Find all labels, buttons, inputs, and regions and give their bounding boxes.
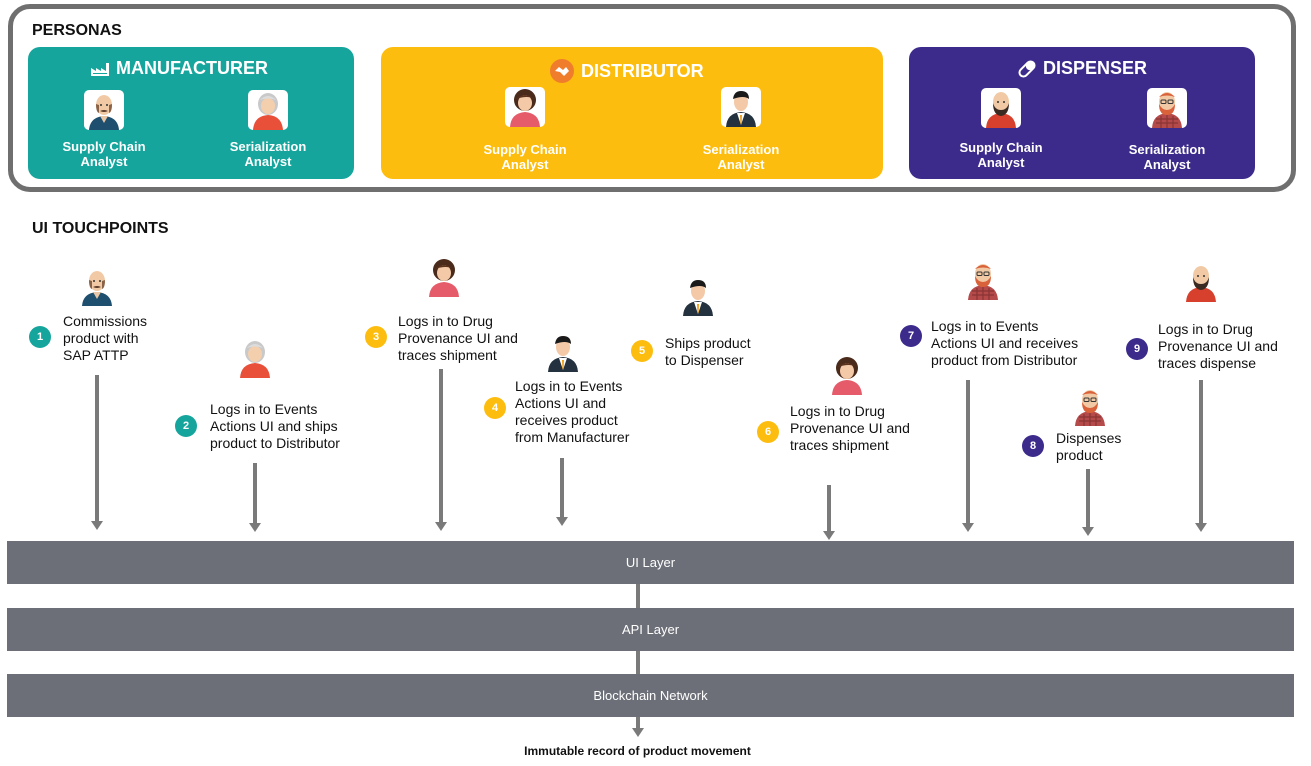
manufacturer-title: MANUFACTURER xyxy=(90,58,268,79)
distributor-name: DISTRIBUTOR xyxy=(581,60,704,81)
footer-caption: Immutable record of product movement xyxy=(524,744,751,758)
touchpoints-title: UI TOUCHPOINTS xyxy=(32,220,169,237)
avatar xyxy=(505,87,545,127)
distributor-serialization-figure xyxy=(546,332,580,372)
avatar xyxy=(721,87,761,127)
blockchain-network-layer: Blockchain Network xyxy=(7,674,1294,717)
step-badge-6: 6 xyxy=(757,421,779,443)
handshake-icon xyxy=(550,59,574,83)
factory-icon xyxy=(91,62,109,76)
manufacturer-supply-chain-figure xyxy=(80,266,114,306)
step-badge-3: 3 xyxy=(365,326,387,348)
dispenser-supply-chain-figure xyxy=(1184,262,1218,302)
step-badge-2: 2 xyxy=(175,415,197,437)
avatar xyxy=(248,90,288,130)
dispenser-serialization-figure xyxy=(1073,386,1107,426)
avatar xyxy=(981,88,1021,128)
step-badge-1: 1 xyxy=(29,326,51,348)
distributor-title: DISTRIBUTOR xyxy=(549,58,704,84)
step-badge-5: 5 xyxy=(631,340,653,362)
step-badge-9: 9 xyxy=(1126,338,1148,360)
step-badge-7: 7 xyxy=(900,325,922,347)
step-badge-8: 8 xyxy=(1022,435,1044,457)
dispenser-name: DISPENSER xyxy=(1043,58,1148,78)
step-badge-4: 4 xyxy=(484,397,506,419)
distributor-supply-chain-figure xyxy=(830,355,864,395)
personas-title: PERSONAS xyxy=(32,22,122,39)
avatar xyxy=(84,90,124,130)
pill-icon xyxy=(1018,59,1036,78)
distributor-supply-chain-figure xyxy=(427,257,461,297)
dispenser-serialization-figure xyxy=(966,260,1000,300)
dispenser-title: DISPENSER xyxy=(1017,58,1147,79)
manufacturer-serialization-figure xyxy=(238,338,272,378)
avatar xyxy=(1147,88,1187,128)
manufacturer-name: MANUFACTURER xyxy=(116,58,268,78)
api-layer: API Layer xyxy=(7,608,1294,651)
ui-layer: UI Layer xyxy=(7,541,1294,584)
distributor-serialization-figure xyxy=(681,276,715,316)
